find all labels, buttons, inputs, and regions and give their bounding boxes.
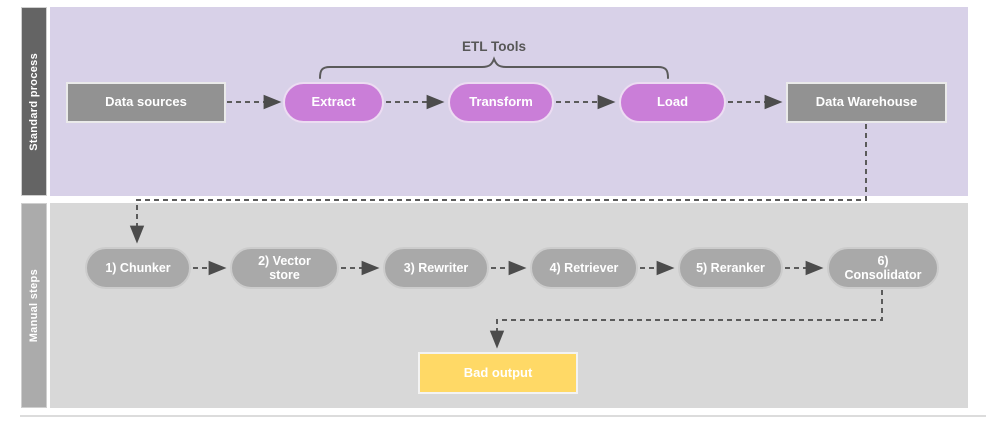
node-retriever: 4) Retriever [530, 247, 638, 289]
etl-tools-label: ETL Tools [462, 39, 526, 54]
canvas-bottom-edge [20, 415, 986, 417]
node-rewriter: 3) Rewriter [383, 247, 489, 289]
lane-label-standard-process: Standard process [21, 7, 47, 196]
node-bad-output: Bad output [418, 352, 578, 394]
node-consolidator: 6) Consolidator [827, 247, 939, 289]
node-data-warehouse: Data Warehouse [786, 82, 947, 123]
node-load: Load [619, 82, 726, 123]
node-data-sources: Data sources [66, 82, 226, 123]
lane-label-manual-steps: Manual steps [21, 203, 47, 408]
node-vector-store: 2) Vector store [230, 247, 339, 289]
node-extract: Extract [283, 82, 384, 123]
lane-label-manual-steps-text: Manual steps [28, 268, 40, 343]
lane-label-standard-process-text: Standard process [28, 52, 40, 151]
node-transform: Transform [448, 82, 554, 123]
node-reranker: 5) Reranker [678, 247, 783, 289]
node-chunker: 1) Chunker [85, 247, 191, 289]
